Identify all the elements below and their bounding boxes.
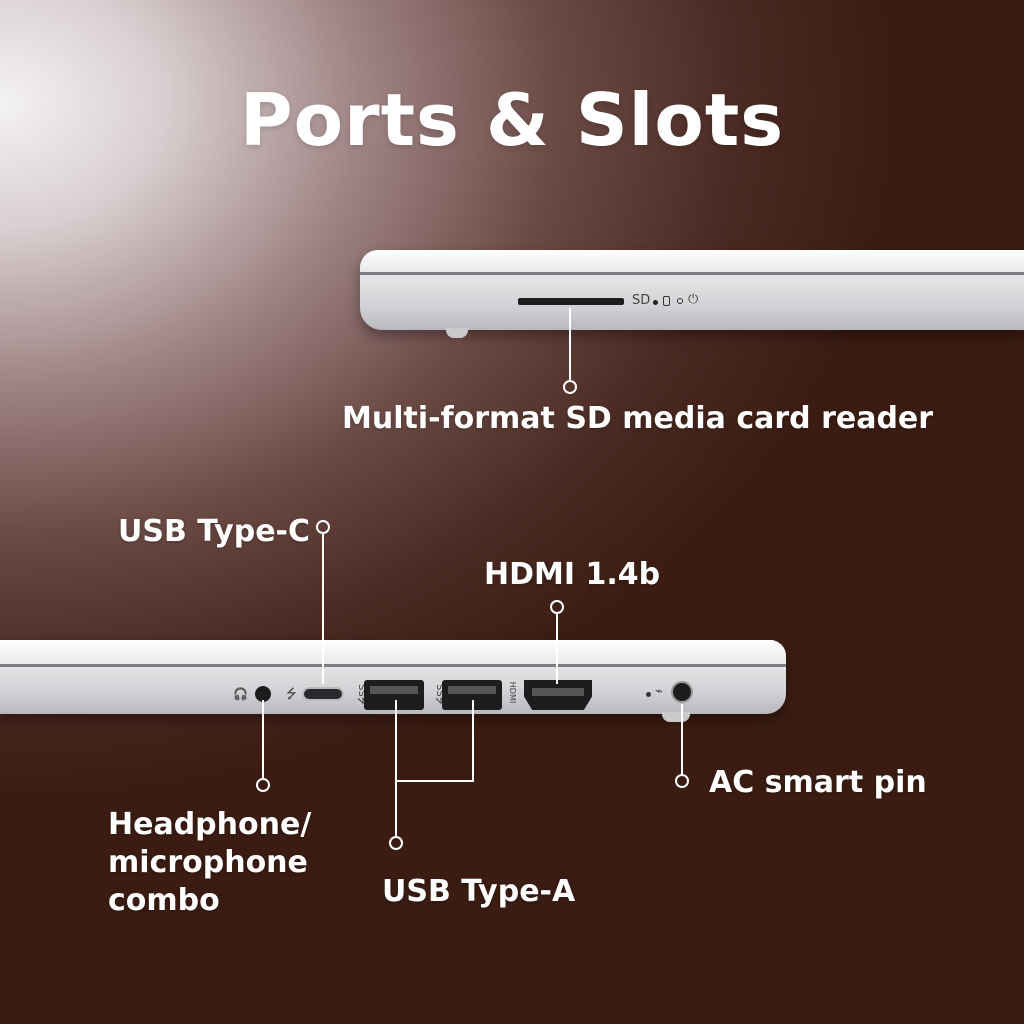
- page-title: Ports & Slots: [239, 78, 785, 162]
- drive-activity-icon: [663, 296, 670, 306]
- ac-callout-dot: [675, 774, 689, 788]
- headphone-jack: [255, 686, 271, 702]
- laptop-foot-2: [662, 712, 690, 722]
- hdmi-callout-dot: [550, 600, 564, 614]
- sd-reader-label: Multi-format SD media card reader: [342, 401, 934, 436]
- sd-marking: SD: [632, 293, 651, 308]
- laptop-left-side-view: 🎧 ⭍ SS⭍ SS⭍ HDMI ⌁: [0, 640, 786, 714]
- usb-a-callout-bridge: [395, 780, 474, 782]
- usb-a-callout-line-1: [395, 700, 397, 782]
- status-led: [653, 300, 658, 305]
- usb-a-callout-line-2: [472, 700, 474, 782]
- usb-c-callout-dot: [316, 520, 330, 534]
- charge-led: [646, 692, 651, 697]
- headphone-icon: 🎧: [233, 687, 248, 701]
- hdmi-marking: HDMI: [508, 681, 518, 704]
- sd-card-slot: [518, 298, 624, 305]
- usb-c-label: USB Type-C: [118, 514, 311, 549]
- charge-icon: ⌁: [655, 684, 663, 699]
- headphone-callout-dot: [256, 778, 270, 792]
- hdmi-callout-line: [556, 614, 558, 684]
- usb-a-label: USB Type-A: [382, 874, 576, 909]
- headphone-label: Headphone/ microphone combo: [108, 807, 312, 918]
- ac-pin-label: AC smart pin: [709, 765, 927, 800]
- usb-c-icon: ⭍: [286, 687, 297, 702]
- laptop-foot: [446, 328, 468, 338]
- sd-callout-dot: [563, 380, 577, 394]
- ac-smart-pin-port: [671, 681, 693, 703]
- usb-c-callout-line: [322, 534, 324, 684]
- ac-callout-line: [681, 704, 683, 774]
- usb-a-callout-dot: [389, 836, 403, 850]
- usb-c-port: [302, 687, 344, 701]
- laptop-right-side-view: SD ⏻: [360, 250, 1024, 330]
- sd-callout-line: [569, 308, 571, 382]
- usb-a-callout-line-3: [395, 780, 397, 836]
- usb-a-port-1: [364, 680, 424, 710]
- headphone-callout-line: [262, 700, 264, 780]
- status-led-ring: [677, 298, 683, 304]
- hdmi-label: HDMI 1.4b: [484, 557, 661, 592]
- hdmi-port: [524, 680, 592, 710]
- power-icon: ⏻: [688, 292, 699, 307]
